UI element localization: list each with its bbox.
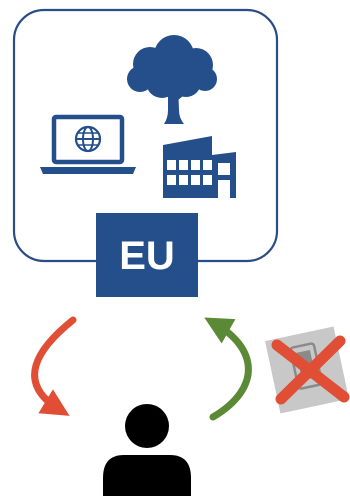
curved-arrow-down-icon: [31, 316, 77, 416]
person-icon: [103, 404, 191, 496]
eu-badge-label: EU: [119, 234, 175, 278]
curved-arrow-up-icon: [204, 317, 252, 421]
building-icon: [163, 136, 236, 198]
tree-icon: [127, 35, 217, 124]
eu-badge: EU: [96, 213, 198, 297]
laptop-globe-icon: [40, 114, 136, 174]
cross-icon: [271, 335, 350, 405]
